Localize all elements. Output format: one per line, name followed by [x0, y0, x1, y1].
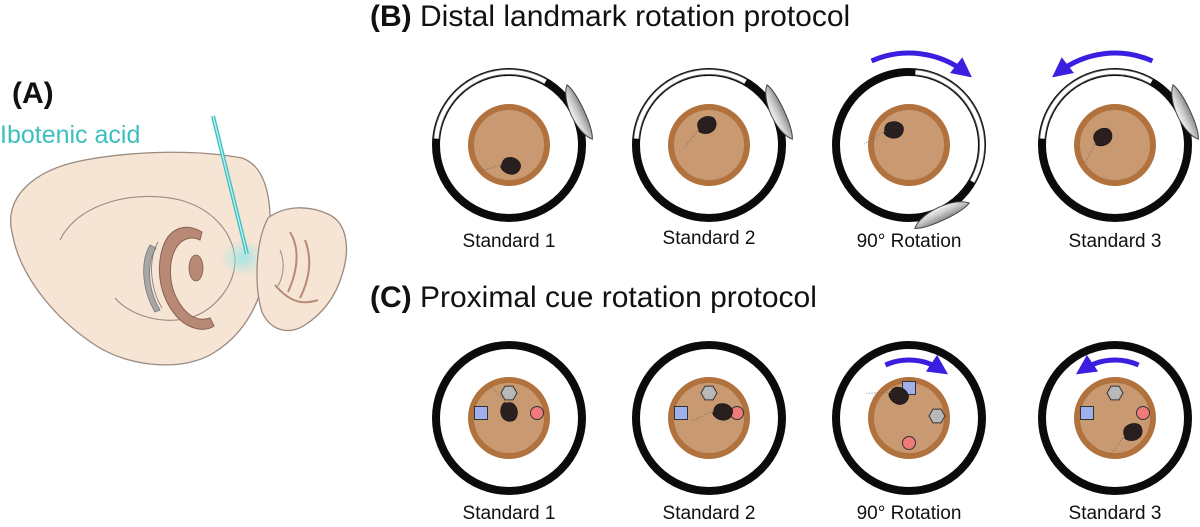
panel-b-arena-3 — [832, 68, 986, 229]
panel-c-arena-1 — [432, 341, 586, 495]
cue-hexagon — [1106, 385, 1124, 401]
thalamus — [188, 254, 204, 282]
panel-c-arena-label-3: 90° Rotation — [856, 503, 962, 524]
cue-circle — [530, 406, 544, 420]
rat — [478, 157, 521, 175]
panel-b-arenas — [432, 50, 1199, 229]
arena-floor — [468, 104, 550, 186]
cue-square — [1080, 406, 1094, 420]
rotation-arrow-clockwise — [870, 50, 972, 78]
panel-c-arena-2 — [632, 341, 786, 495]
panel-b-arena-4 — [1038, 68, 1199, 222]
cue-square — [674, 406, 688, 420]
panel-c-label: (C) — [370, 281, 412, 314]
rat — [1109, 423, 1143, 456]
rat — [1083, 127, 1113, 165]
rat — [690, 403, 733, 421]
arena-floor — [868, 104, 950, 186]
panel-c-arena-label-1: Standard 1 — [462, 503, 556, 524]
injection-site — [221, 240, 265, 276]
white-cue-card — [633, 69, 747, 139]
arena-floor — [868, 377, 950, 459]
panel-a-label: (A) — [12, 77, 54, 110]
panel-c-arena-label-4: Standard 3 — [1068, 503, 1162, 524]
brain-illustration — [10, 115, 348, 366]
panel-c-title-row: (C) Proximal cue rotation protocol — [370, 281, 817, 315]
cue-hexagon — [500, 385, 518, 401]
brain-cerebellum — [256, 207, 348, 332]
arena-floor — [1074, 104, 1156, 186]
hippocampus — [158, 227, 215, 330]
panel-c-arena-label-2: Standard 2 — [662, 503, 756, 524]
cue-circle — [1136, 406, 1150, 420]
panel-b-title: Distal landmark rotation protocol — [420, 0, 851, 33]
rat — [863, 121, 904, 145]
white-cue-card — [433, 69, 547, 139]
white-cue-card — [1039, 69, 1153, 139]
arena-floor — [668, 377, 750, 459]
arena-floor — [668, 104, 750, 186]
distal-landmark — [565, 83, 593, 140]
panel-c-arenas — [432, 341, 1192, 495]
panel-c-arena-3 — [832, 341, 986, 495]
panel-b-arena-label-1: Standard 1 — [462, 231, 556, 252]
panel-b-arena-1 — [432, 68, 593, 222]
rotation-arrow-counterclockwise — [1052, 50, 1154, 78]
rat — [865, 386, 909, 405]
distal-landmark — [914, 201, 971, 229]
panel-b-arena-label-2: Standard 2 — [662, 228, 756, 249]
rotation-arrow-clockwise — [884, 354, 949, 375]
panel-c-title: Proximal cue rotation protocol — [420, 281, 817, 314]
distal-landmark — [1171, 83, 1199, 140]
panel-c-arena-4 — [1038, 341, 1192, 495]
panel-b-arena-label-4: Standard 3 — [1068, 231, 1162, 252]
panel-b-arena-2 — [632, 68, 793, 222]
cue-hexagon — [928, 408, 946, 424]
panel-b-label: (B) — [370, 0, 412, 33]
cue-hexagon — [700, 385, 718, 401]
rat — [683, 116, 717, 149]
rat — [489, 384, 518, 422]
distal-landmark — [765, 83, 793, 140]
ventricle — [143, 244, 161, 313]
rotation-arrow-counterclockwise — [1075, 354, 1140, 375]
cue-square — [474, 406, 488, 420]
panel-b-arena-label-3: 90° Rotation — [856, 231, 962, 252]
cue-circle — [902, 436, 916, 450]
panel-b-title-row: (B) Distal landmark rotation protocol — [370, 0, 850, 34]
drug-label: Ibotenic acid — [0, 121, 141, 149]
white-cue-card — [915, 69, 985, 183]
